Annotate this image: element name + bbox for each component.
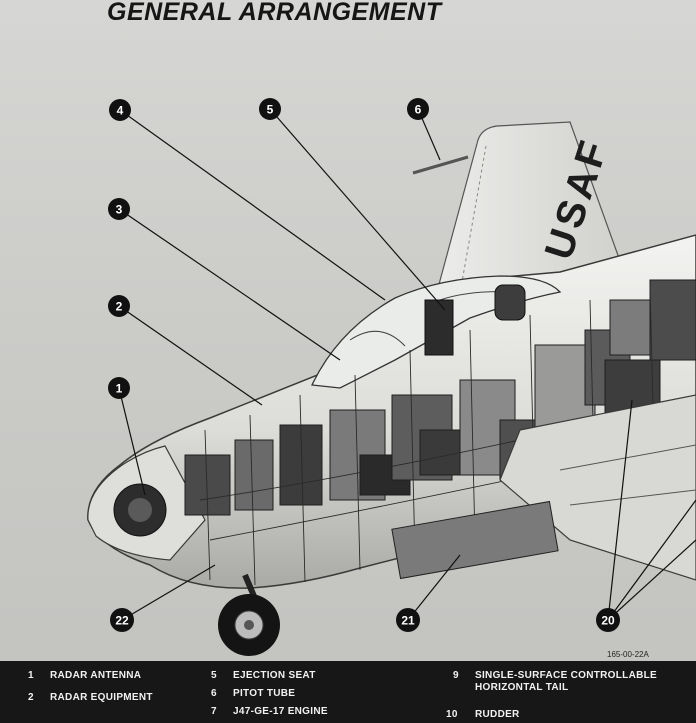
legend-bar: 1 RADAR ANTENNA 2 RADAR EQUIPMENT 5 EJEC…	[0, 661, 696, 723]
legend-item: 5 EJECTION SEAT	[211, 670, 316, 682]
svg-text:1: 1	[116, 382, 123, 396]
legend-item: 9 SINGLE-SURFACE CONTROLLABLE HORIZONTAL…	[453, 670, 678, 694]
svg-text:5: 5	[267, 103, 274, 117]
svg-text:20: 20	[601, 614, 615, 628]
legend-label: RADAR ANTENNA	[50, 670, 142, 681]
svg-text:2: 2	[116, 300, 123, 314]
legend-label: PITOT TUBE	[233, 688, 296, 699]
legend-item: 10 RUDDER	[446, 709, 520, 721]
callout-2: 2	[108, 295, 130, 317]
ejection-seat	[424, 299, 454, 356]
legend-number: 5	[211, 670, 217, 681]
legend-label: RUDDER	[475, 709, 520, 720]
legend-label: SINGLE-SURFACE CONTROLLABLE HORIZONTAL T…	[475, 670, 657, 693]
legend-label: J47-GE-17 ENGINE	[233, 706, 328, 717]
callout-6: 6	[407, 98, 429, 120]
page-title: GENERAL ARRANGEMENT	[107, 0, 442, 26]
callout-1: 1	[108, 377, 130, 399]
svg-text:6: 6	[415, 103, 422, 117]
legend-item: 7 J47-GE-17 ENGINE	[211, 706, 328, 718]
legend-label: EJECTION SEAT	[233, 670, 316, 681]
callout-3: 3	[108, 198, 130, 220]
svg-text:21: 21	[401, 614, 415, 628]
legend-number: 10	[446, 709, 458, 720]
legend-item: 1 RADAR ANTENNA	[28, 670, 141, 682]
legend-number: 9	[453, 670, 459, 681]
legend-number: 2	[28, 692, 34, 703]
pitot-tube	[412, 155, 469, 175]
speed-brake	[391, 500, 559, 580]
legend-number: 6	[211, 688, 217, 699]
svg-text:4: 4	[117, 104, 124, 118]
legend-label: RADAR EQUIPMENT	[50, 692, 153, 703]
vertical-tail	[437, 121, 625, 291]
leader-lines	[118, 108, 696, 621]
legend-item: 6 PITOT TUBE	[211, 688, 295, 700]
callout-4: 4	[109, 99, 131, 121]
callout-5: 5	[259, 98, 281, 120]
svg-text:3: 3	[116, 203, 123, 217]
svg-text:22: 22	[115, 614, 129, 628]
figure-number: 165-00-22A	[607, 650, 649, 659]
wing	[499, 394, 696, 581]
callout-20: 20	[596, 608, 620, 632]
legend-number: 1	[28, 670, 34, 681]
callout-21: 21	[396, 608, 420, 632]
callout-22: 22	[110, 608, 134, 632]
legend-number: 7	[211, 706, 217, 717]
legend-item: 2 RADAR EQUIPMENT	[28, 692, 153, 704]
